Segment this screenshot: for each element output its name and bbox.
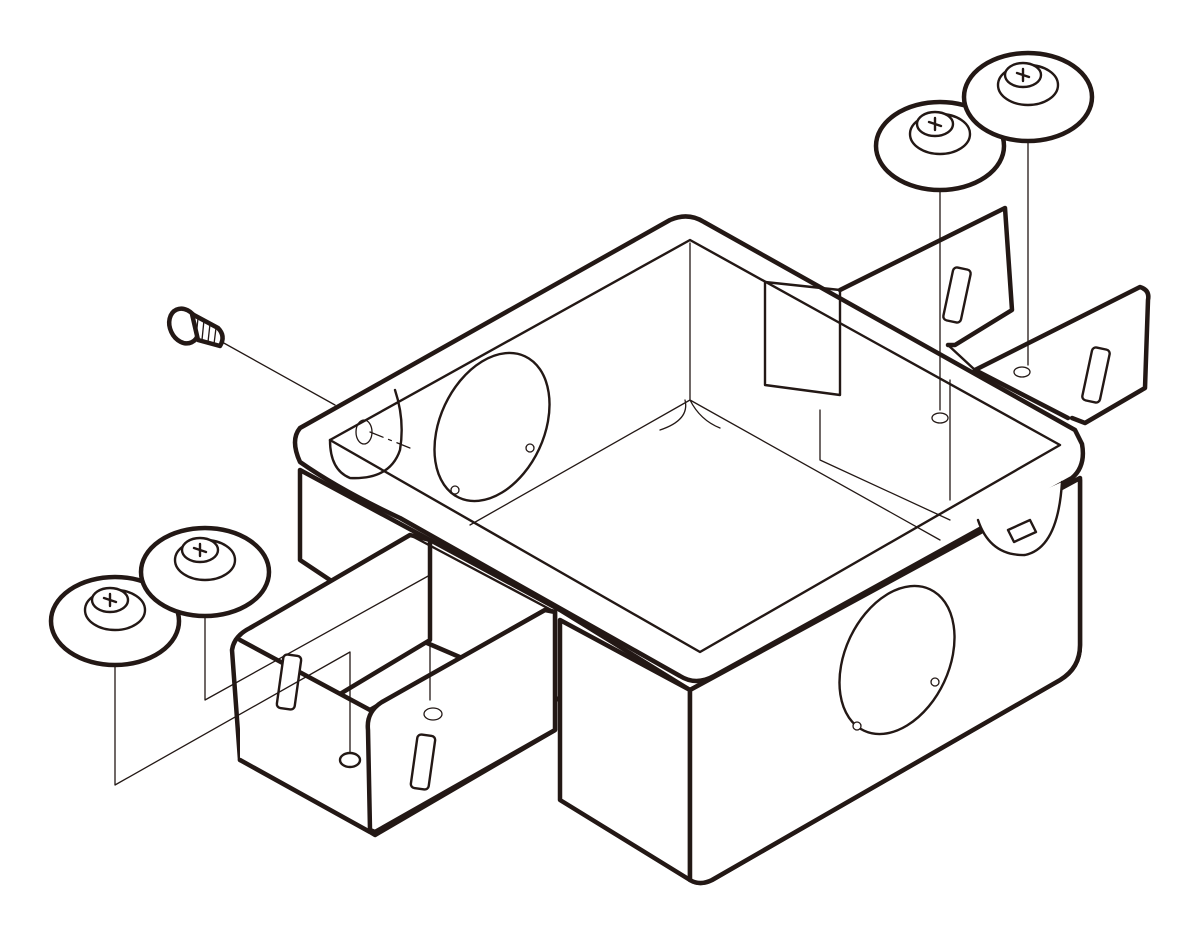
mounting-bracket-left [229, 532, 558, 838]
knockout-right [838, 584, 956, 736]
cap-screw-right-rear [961, 50, 1095, 366]
mounting-bracket-right [837, 205, 1151, 426]
corner-tab-right [976, 480, 1064, 557]
cap-screw-left-rear [138, 525, 431, 701]
flange-screw [166, 306, 336, 406]
cap-screw-right-front [873, 99, 1007, 411]
knockout-left [433, 351, 551, 503]
electrical-box [292, 214, 1086, 886]
corner-screw-boss-left [328, 388, 411, 480]
cap-screw-left-front [48, 574, 351, 786]
